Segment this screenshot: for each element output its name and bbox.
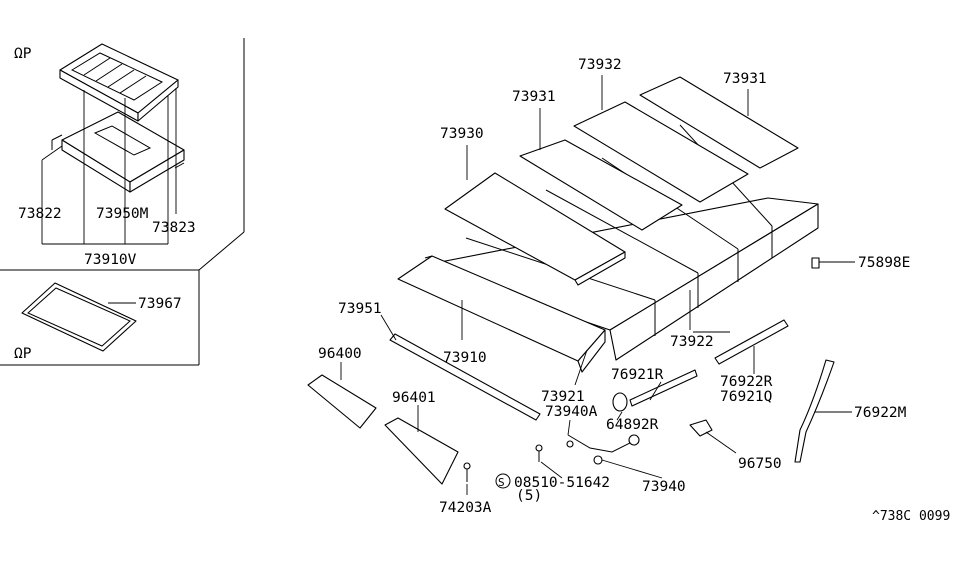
label-76921q: 76921Q: [720, 389, 772, 405]
label-73940: 73940: [642, 479, 686, 495]
part-labels: ΩP 73822 73950M 73823 73910V 73967 ΩP 73…: [14, 46, 950, 524]
inset-frame: [0, 38, 245, 366]
label-64892r: 64892R: [606, 417, 659, 433]
leader-lines: [340, 75, 852, 495]
label-76922m: 76922M: [854, 405, 907, 421]
label-73910v: 73910V: [84, 252, 137, 268]
headliner-assembly-drawing: [389, 76, 819, 421]
label-73931-mid: 73931: [512, 89, 556, 105]
label-73823: 73823: [152, 220, 196, 236]
label-73910: 73910: [443, 350, 487, 366]
label-76922r: 76922R: [720, 374, 773, 390]
op-label-bottom: ΩP: [14, 346, 32, 362]
label-73932: 73932: [578, 57, 622, 73]
label-73822: 73822: [18, 206, 62, 222]
label-73930: 73930: [440, 126, 484, 142]
label-08510-quantity: (5): [516, 488, 542, 504]
sunroof-assembly-drawing: [41, 43, 185, 245]
screw-symbol-circle: [495, 473, 511, 489]
label-96400: 96400: [318, 346, 362, 362]
op-label-top: ΩP: [14, 46, 32, 62]
label-73951: 73951: [338, 301, 382, 317]
label-96401: 96401: [392, 390, 436, 406]
label-08510-51642: 08510-51642: [514, 475, 610, 491]
label-73940a: 73940A: [545, 404, 598, 420]
diagram-code: ^738C 0099: [872, 509, 950, 524]
label-74203a: 74203A: [439, 500, 492, 516]
label-75898e: 75898E: [858, 255, 910, 271]
label-73922: 73922: [670, 334, 714, 350]
label-76921r: 76921R: [611, 367, 664, 383]
label-73950m: 73950M: [96, 206, 149, 222]
screw-symbol: S: [498, 476, 505, 489]
label-73931-rear: 73931: [723, 71, 767, 87]
sunroof-seal-drawing: [21, 282, 137, 352]
label-73967: 73967: [138, 296, 182, 312]
label-73921: 73921: [541, 389, 585, 405]
small-parts-drawing: [307, 257, 855, 485]
label-96750: 96750: [738, 456, 782, 472]
